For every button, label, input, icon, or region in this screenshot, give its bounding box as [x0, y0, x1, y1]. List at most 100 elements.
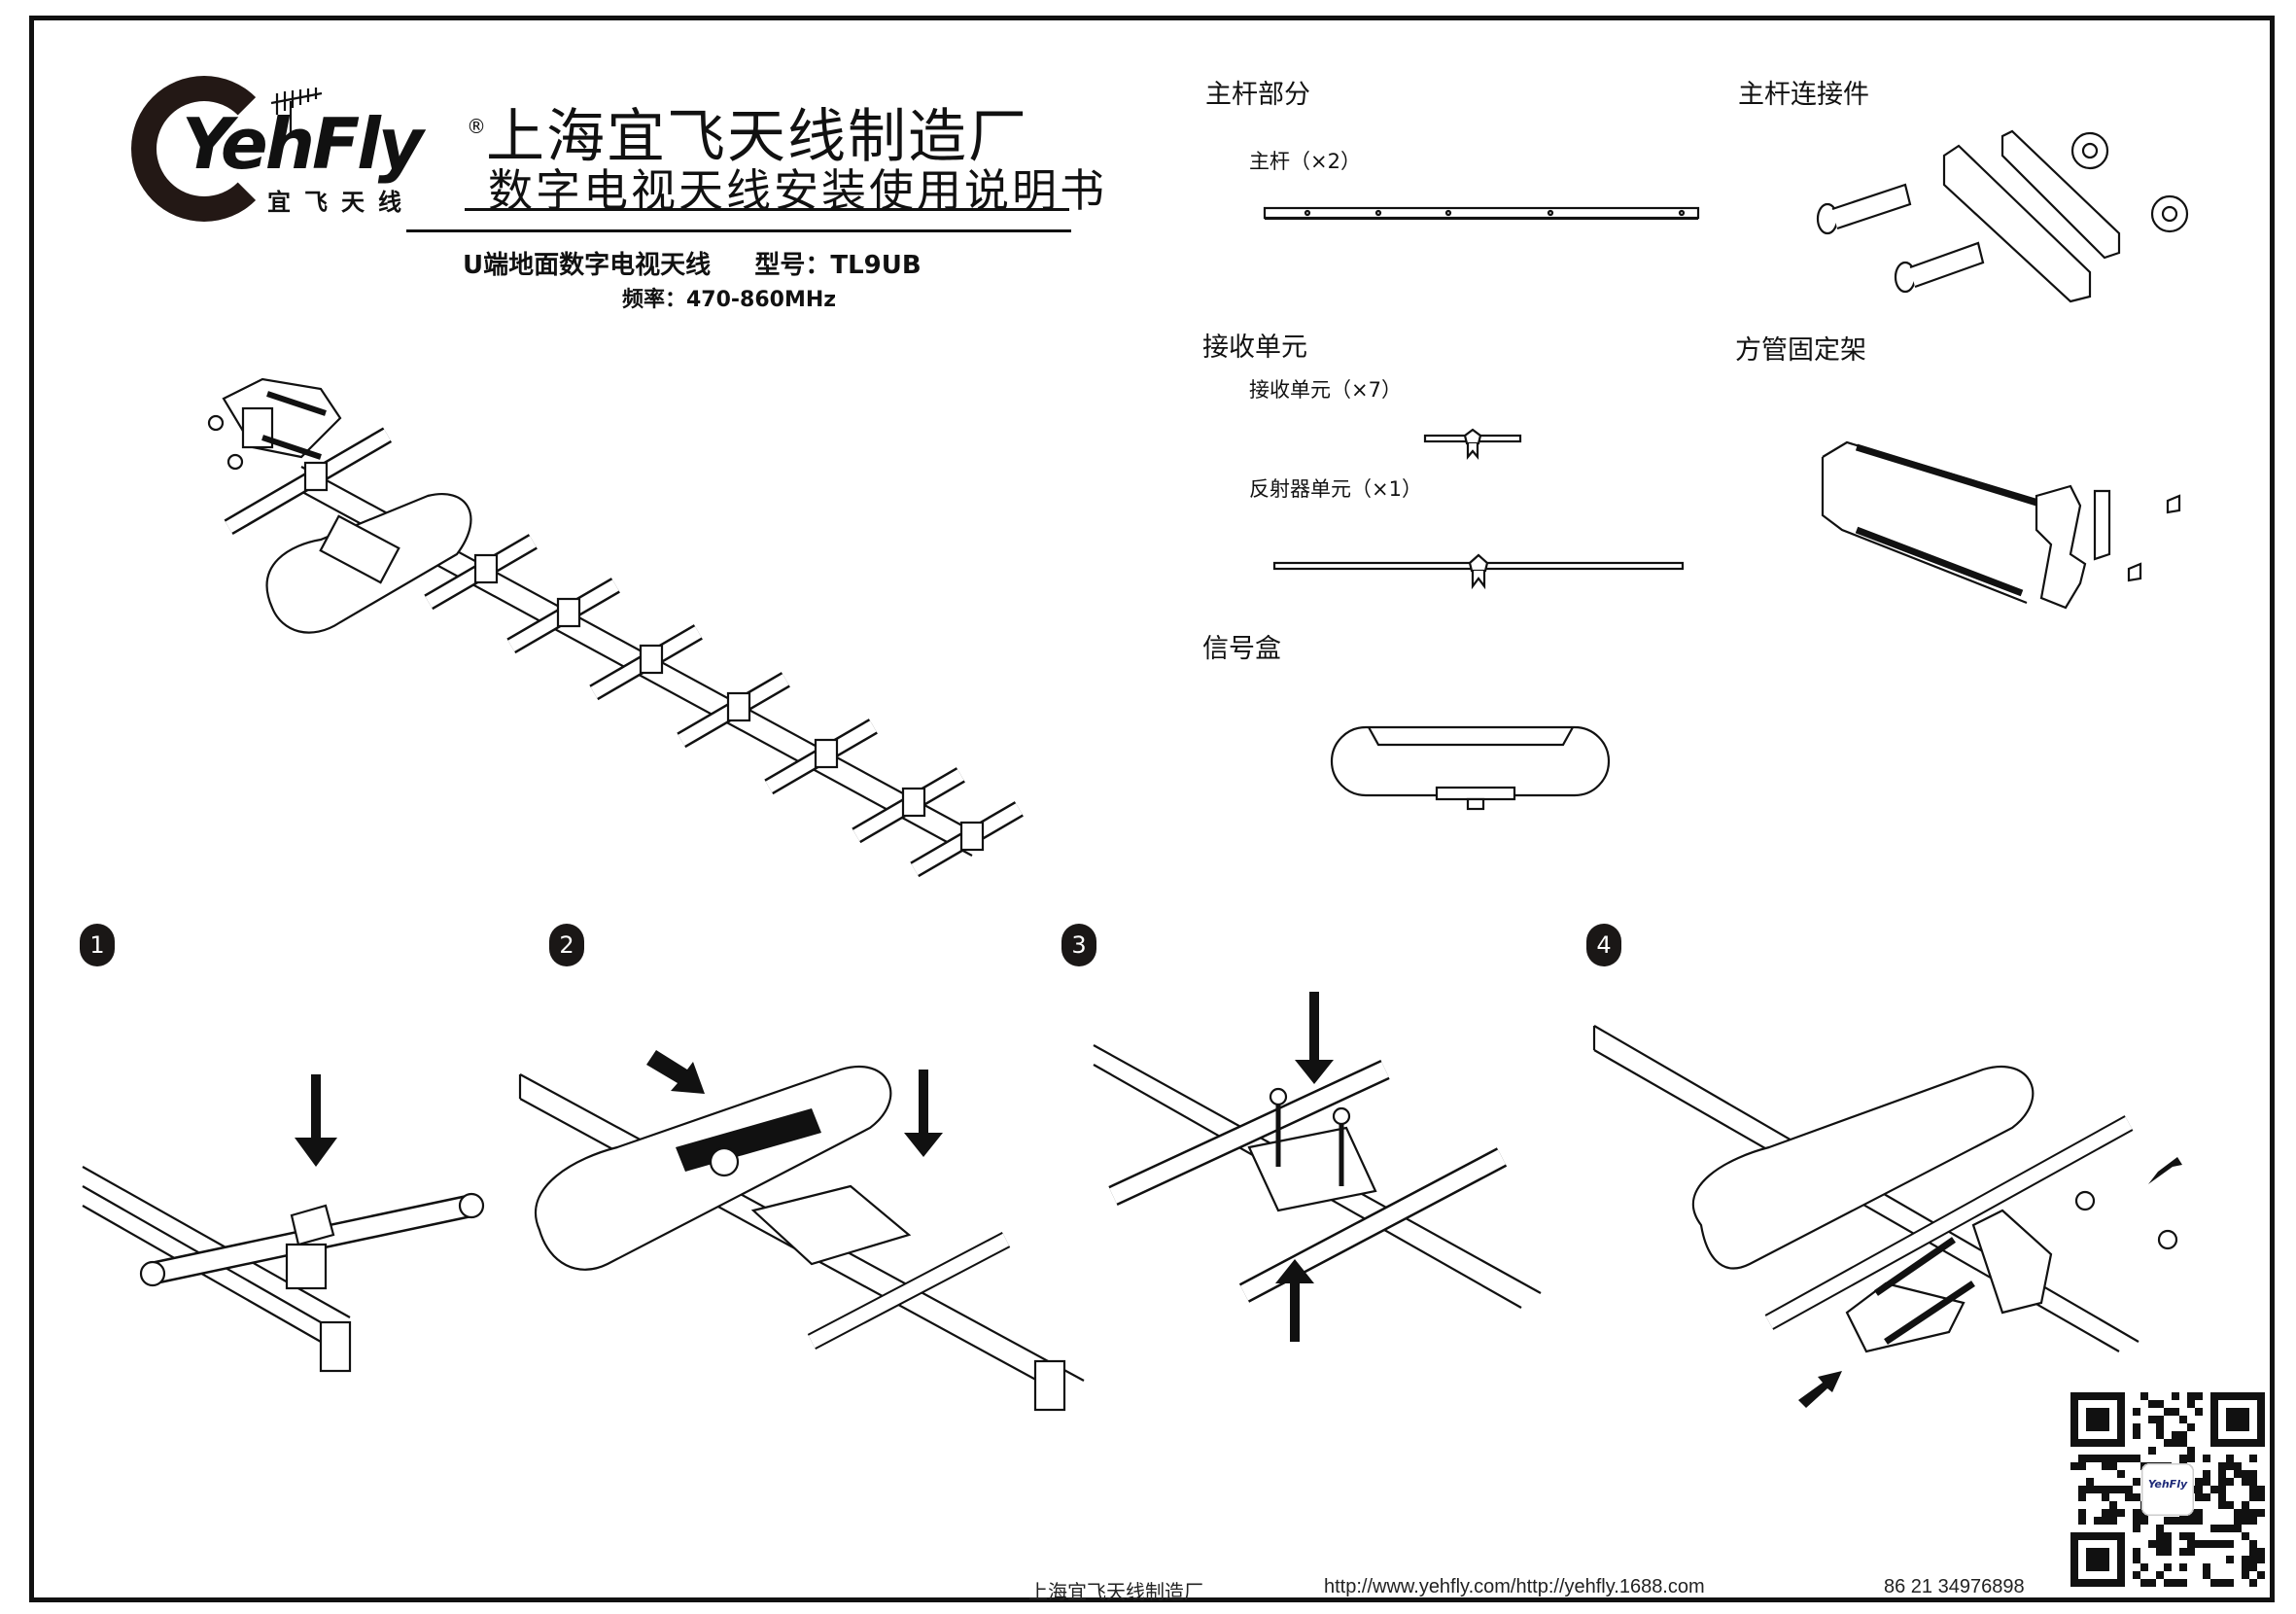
qr-module — [2102, 1509, 2109, 1517]
qr-module — [2226, 1501, 2234, 1509]
qr-module — [2249, 1540, 2257, 1548]
qr-module — [2172, 1579, 2179, 1587]
qr-module — [2203, 1470, 2210, 1478]
qr-module — [2226, 1579, 2234, 1587]
director-element — [814, 738, 839, 769]
qr-logo-text: YehFly — [2147, 1478, 2188, 1491]
qr-module — [2172, 1431, 2179, 1439]
qr-module — [2133, 1423, 2140, 1431]
qr-module — [2203, 1540, 2210, 1548]
qr-module — [2257, 1571, 2265, 1579]
qr-module — [2078, 1455, 2086, 1462]
qr-module — [2242, 1478, 2249, 1486]
qr-module — [2172, 1439, 2179, 1447]
arrow-down-icon — [904, 1070, 943, 1157]
qr-module — [2203, 1563, 2210, 1571]
qr-module — [2078, 1517, 2086, 1525]
qr-module — [2249, 1478, 2257, 1486]
section-main-rod: 主杆部分 — [1205, 80, 1310, 110]
qr-module — [2257, 1556, 2265, 1563]
qr-module — [2195, 1493, 2203, 1501]
qr-module — [2133, 1509, 2140, 1517]
qr-module — [2257, 1493, 2265, 1501]
qr-module — [2164, 1563, 2172, 1571]
main-rod-drawing — [1263, 206, 1700, 220]
qr-module — [2156, 1548, 2164, 1556]
rod-connector-drawing — [1816, 129, 2189, 303]
footer-company: 上海宜飞天线制造厂 — [1028, 1582, 1203, 1603]
qr-code[interactable]: YehFly — [2070, 1392, 2265, 1587]
qr-module — [2125, 1486, 2133, 1493]
page-frame — [29, 16, 2275, 1602]
qr-module — [2078, 1462, 2086, 1470]
step-4-badge: 4 — [1586, 924, 1621, 966]
qr-module — [2179, 1455, 2187, 1462]
qr-module — [2242, 1517, 2249, 1525]
qr-module — [2249, 1493, 2257, 1501]
qr-module — [2133, 1455, 2140, 1462]
qr-module — [2133, 1556, 2140, 1563]
qr-module — [2195, 1540, 2203, 1548]
qr-module — [2133, 1548, 2140, 1556]
qr-module — [2102, 1493, 2109, 1501]
qr-code-pattern — [2070, 1392, 2265, 1587]
qr-module — [2226, 1540, 2234, 1548]
qr-module — [2109, 1462, 2117, 1470]
main-rod-label: 主杆（×2） — [1249, 150, 1361, 173]
qr-module — [2078, 1486, 2086, 1493]
step-2-illustration — [518, 1050, 1085, 1412]
qr-module — [2086, 1478, 2094, 1486]
qr-module — [2164, 1548, 2172, 1556]
receiver-item-label: 接收单元（×7） — [1249, 378, 1402, 402]
mount-bracket-drawing — [207, 377, 342, 471]
qr-module — [2242, 1571, 2249, 1579]
footer-urls[interactable]: http://www.yehfly.com/http://yehfly.1688… — [1324, 1576, 1705, 1597]
qr-module — [2234, 1517, 2242, 1525]
qr-module — [2195, 1509, 2203, 1517]
qr-module — [2249, 1548, 2257, 1556]
qr-module — [2117, 1486, 2125, 1493]
title-underline — [465, 208, 1069, 211]
section-receiver: 接收单元 — [1202, 333, 1307, 363]
director-element — [556, 597, 581, 628]
qr-module — [2226, 1478, 2234, 1486]
qr-module — [2249, 1556, 2257, 1563]
qr-module — [2195, 1408, 2203, 1416]
qr-module — [2094, 1517, 2102, 1525]
director-element — [473, 553, 499, 584]
qr-module — [2133, 1431, 2140, 1439]
qr-module — [2156, 1416, 2164, 1423]
director-element — [901, 787, 926, 818]
company-title: 上海宜飞天线制造厂 — [486, 103, 1028, 171]
qr-module — [2109, 1509, 2117, 1517]
step-1-badge: 1 — [80, 924, 115, 966]
qr-module — [2187, 1392, 2195, 1400]
qr-module — [2179, 1532, 2187, 1540]
qr-module — [2179, 1517, 2187, 1525]
qr-module — [2242, 1501, 2249, 1509]
qr-module — [2218, 1462, 2226, 1470]
qr-module — [2109, 1501, 2117, 1509]
qr-module — [2164, 1532, 2172, 1540]
qr-module — [2226, 1462, 2234, 1470]
qr-module — [2140, 1392, 2148, 1400]
qr-module — [2086, 1455, 2094, 1462]
qr-module — [2117, 1455, 2125, 1462]
qr-module — [2102, 1455, 2109, 1462]
qr-module — [2179, 1431, 2187, 1439]
qr-module — [2133, 1525, 2140, 1532]
qr-module — [2187, 1540, 2195, 1548]
reflector-element — [303, 461, 329, 492]
qr-module — [2187, 1400, 2195, 1408]
qr-module — [2179, 1416, 2187, 1423]
qr-module — [2242, 1556, 2249, 1563]
qr-module — [2234, 1525, 2242, 1532]
qr-module — [2249, 1470, 2257, 1478]
qr-module — [2133, 1517, 2140, 1525]
qr-module — [2109, 1517, 2117, 1525]
qr-module — [2187, 1517, 2195, 1525]
qr-module — [2164, 1579, 2172, 1587]
qr-module — [2133, 1478, 2140, 1486]
qr-module — [2148, 1540, 2156, 1548]
qr-module — [2218, 1540, 2226, 1548]
